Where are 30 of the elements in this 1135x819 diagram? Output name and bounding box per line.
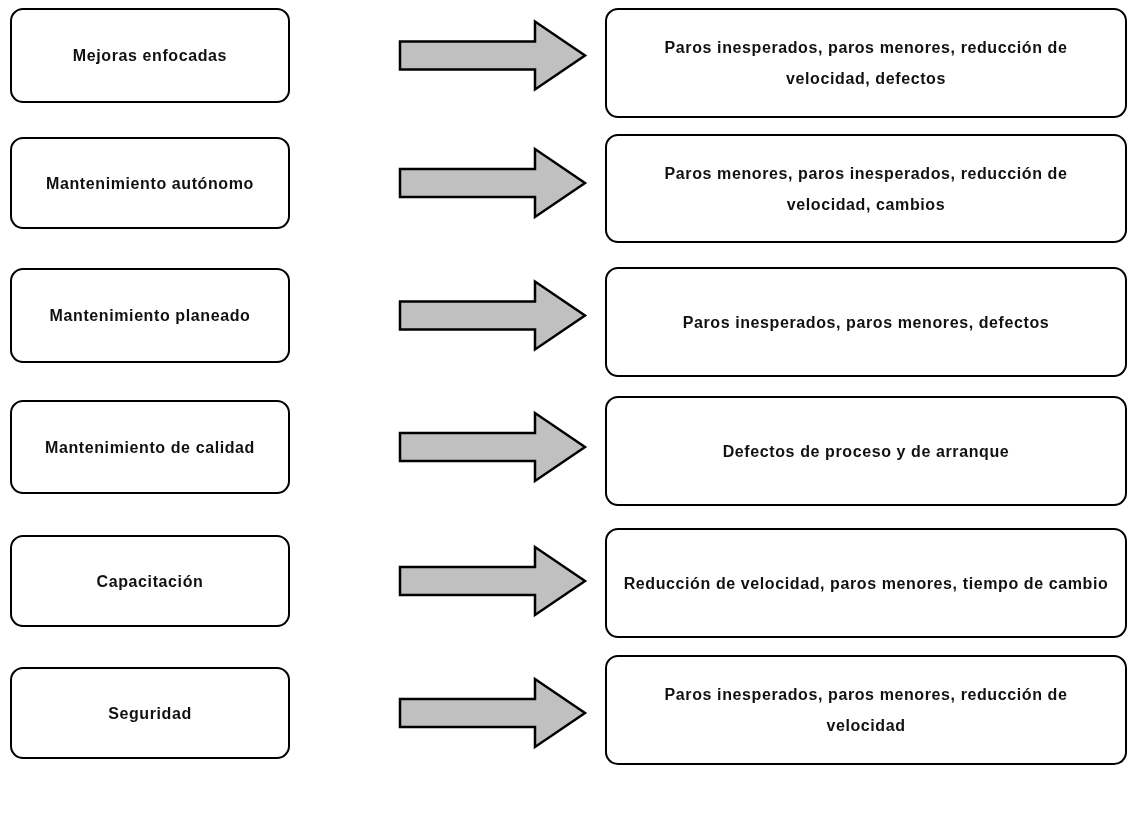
block-arrow: [398, 146, 588, 220]
box-text: Mantenimiento de calidad: [44, 437, 256, 458]
process-box: [605, 655, 1127, 765]
box-text: Paros inesperados, paros menores, reducción de velocidad, defectos: [663, 38, 1069, 89]
block-arrow: [398, 410, 588, 484]
box-text: Mantenimiento planeado: [48, 306, 252, 326]
process-box: [10, 400, 290, 494]
process-box: [10, 535, 290, 627]
block-arrow: [398, 279, 588, 352]
box-text: Capacitación: [95, 571, 205, 592]
process-box: [10, 268, 290, 363]
box-text: Defectos de proceso y de arranque: [721, 441, 1011, 462]
box-text: Paros inesperados, paros menores, reducción de velocidad: [663, 685, 1069, 736]
process-box: [605, 267, 1127, 377]
process-box: [605, 528, 1127, 638]
box-text: Mejoras enfocadas: [71, 46, 229, 66]
box-text: Mantenimiento autónomo: [45, 173, 255, 194]
box-text: Paros menores, paros inesperados, reducción de velocidad, cambios: [663, 163, 1069, 215]
box-text: Reducción de velocidad, paros menores, tiempo de cambio: [622, 573, 1110, 594]
process-box: [10, 667, 290, 759]
process-box: [605, 8, 1127, 118]
block-arrow: [398, 544, 588, 618]
process-box: [605, 396, 1127, 506]
process-box: [10, 8, 290, 103]
block-arrow: [398, 676, 588, 750]
process-box: [10, 137, 290, 229]
box-text: Paros inesperados, paros menores, defectos: [681, 312, 1051, 333]
block-arrow: [398, 19, 588, 92]
box-text: Seguridad: [107, 703, 193, 724]
process-box: [605, 134, 1127, 243]
